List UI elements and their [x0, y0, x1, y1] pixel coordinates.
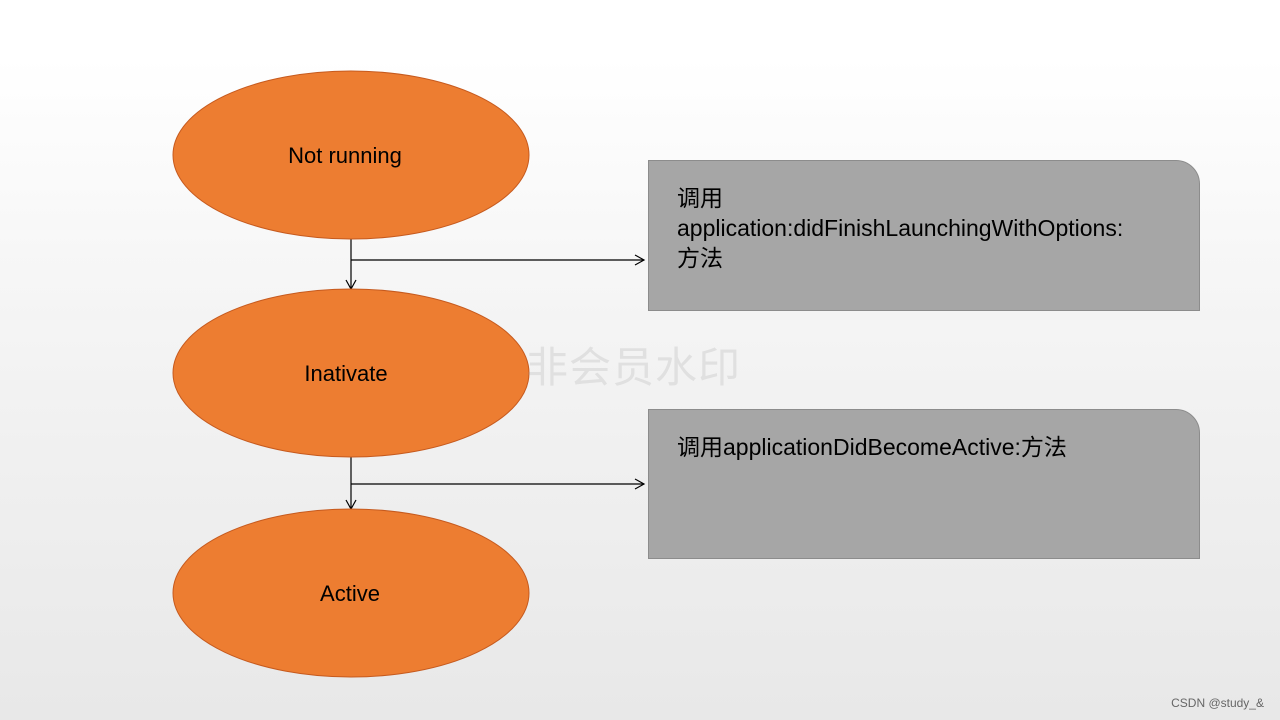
state-not-running: Not running [172, 70, 530, 240]
state-inativate: Inativate [172, 288, 530, 458]
state-active-label: Active [320, 581, 380, 606]
note-active-line: 调用applicationDidBecomeActive:方法 [677, 434, 1067, 460]
watermark-text: 非会员水印 [526, 343, 742, 392]
state-inativate-label: Inativate [304, 361, 387, 386]
note-launch-line: 调用 [677, 185, 723, 211]
state-active: Active [172, 508, 530, 678]
source-credit: CSDN @study_& [1171, 696, 1264, 710]
state-not-running-shape [172, 70, 530, 240]
state-active-shape [172, 508, 530, 678]
note-launch-line: application:didFinishLaunchingWithOption… [677, 215, 1124, 241]
state-inativate-shape [172, 288, 530, 458]
state-not-running-label: Not running [288, 143, 402, 168]
note-active: 调用applicationDidBecomeActive:方法 [648, 409, 1200, 559]
note-launch-line: 方法 [677, 245, 723, 271]
note-launch: 调用 application:didFinishLaunchingWithOpt… [648, 160, 1200, 311]
